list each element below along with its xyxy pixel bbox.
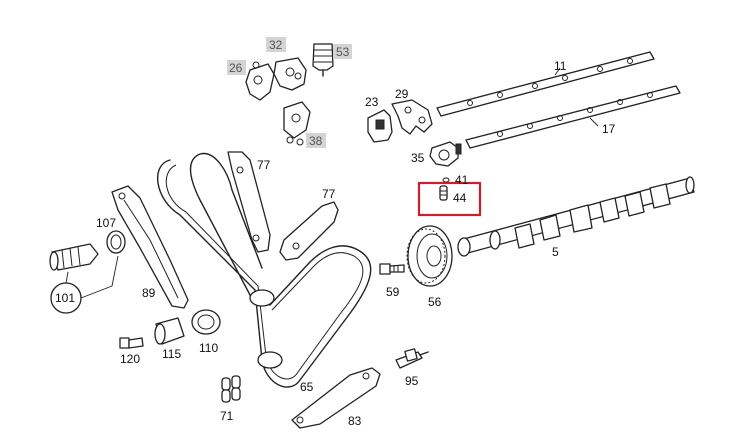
callout-110: 110: [199, 341, 218, 355]
part-71-chain-links[interactable]: [221, 375, 241, 403]
part-56-camshaft-sprocket[interactable]: [406, 225, 453, 287]
part-23-bracket[interactable]: [367, 109, 393, 143]
callout-101-circle: [50, 255, 119, 314]
callout-120: 120: [120, 352, 140, 366]
callout-23: 23: [365, 95, 379, 109]
callout-32: 32: [269, 38, 283, 52]
part-44-plug[interactable]: [439, 185, 448, 201]
callout-59: 59: [386, 285, 400, 299]
part-83-slide-rail[interactable]: [291, 367, 381, 429]
callout-77-right: 77: [322, 187, 336, 201]
callout-35: 35: [411, 151, 425, 165]
callout-41: 41: [455, 173, 469, 187]
part-5-camshaft[interactable]: [457, 176, 695, 257]
callout-101: 101: [55, 291, 75, 305]
part-95-tensioner[interactable]: [395, 348, 429, 369]
callout-44: 44: [453, 191, 467, 205]
part-115-bushing[interactable]: [154, 317, 185, 345]
callout-95: 95: [405, 374, 419, 388]
part-41-oring[interactable]: [442, 177, 450, 183]
callout-38: 38: [309, 134, 323, 148]
callout-65: 65: [300, 380, 314, 394]
callout-11: 11: [554, 59, 567, 73]
part-29-bracket[interactable]: [391, 99, 433, 135]
label-bg-32: [266, 37, 286, 52]
callout-115: 115: [162, 347, 181, 361]
part-53-valve-spring[interactable]: [312, 43, 334, 77]
callout-26: 26: [229, 61, 243, 75]
callout-53: 53: [336, 45, 350, 59]
part-32-rocker-arm[interactable]: [273, 57, 307, 91]
part-26-rocker-arm[interactable]: [245, 61, 275, 101]
part-77-chain-guide-right[interactable]: [279, 201, 339, 261]
callout-89: 89: [142, 286, 156, 300]
part-110-sprocket[interactable]: [191, 309, 221, 335]
part-65-timing-chain[interactable]: [156, 152, 372, 388]
part-89-tensioner-rail[interactable]: [111, 185, 189, 309]
label-bg-38: [306, 133, 326, 148]
part-35-camshaft-sensor[interactable]: [429, 141, 462, 167]
part-44-highlight-box: [417, 181, 482, 217]
part-17-rocker-shaft[interactable]: [465, 85, 681, 149]
part-77-chain-guide-upper[interactable]: [227, 151, 271, 253]
callout-107: 107: [96, 216, 116, 230]
part-120-bolt[interactable]: [119, 337, 144, 349]
part-59-bolt[interactable]: [379, 263, 405, 275]
callout-71: 71: [220, 409, 234, 423]
callout-83: 83: [348, 414, 362, 428]
part-101-tensioner-plunger[interactable]: [49, 243, 99, 271]
label-bg-26: [227, 60, 246, 75]
part-107-seal-ring[interactable]: [106, 230, 126, 254]
part-38-rocker-arm[interactable]: [283, 101, 311, 146]
label-bg-53: [333, 44, 352, 59]
part-11-rocker-shaft[interactable]: [436, 51, 655, 117]
callout-5: 5: [552, 245, 559, 259]
callout-77-upper: 77: [257, 158, 271, 172]
callout-56: 56: [428, 295, 442, 309]
callout-29: 29: [395, 87, 409, 101]
callout-17: 17: [602, 122, 616, 136]
